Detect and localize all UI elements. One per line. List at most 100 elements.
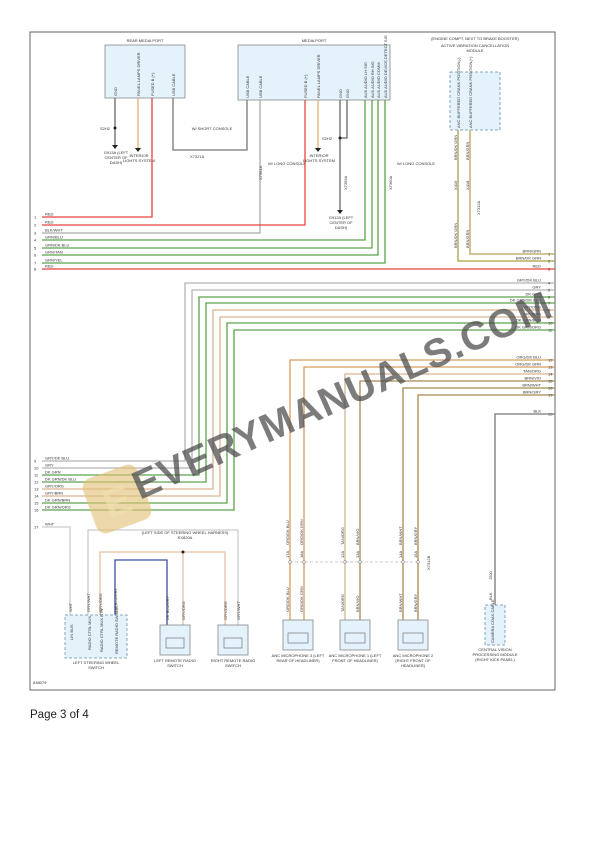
wire-label: ORG/DK BLU	[285, 520, 290, 545]
central-vision-module: BLK J200 CAMERA COAX CABLE CENTRAL VISIO…	[473, 413, 555, 662]
svg-text:W/ LONG CONSOLE: W/ LONG CONSOLE	[397, 161, 435, 166]
svg-text:DK BLU/GRY: DK BLU/GRY	[113, 588, 118, 612]
svg-text:WHT: WHT	[68, 602, 73, 612]
connector-pin: 12A	[340, 551, 345, 558]
bus-pin-number: 13	[548, 365, 553, 370]
bus-pin-number: 15	[548, 379, 553, 384]
svg-text:S2H2: S2H2	[322, 136, 333, 141]
bus-wire-label: GRY/ORG	[45, 484, 64, 489]
wire-label: ORG/DK GRN	[299, 519, 304, 545]
bus-pin-number: 4	[34, 238, 37, 243]
left-steering-wheel-switch	[64, 614, 128, 659]
bus-wire-label: GRY	[45, 463, 54, 468]
svg-text:(ENGINE COMPT, NEXT TO BRAKE B: (ENGINE COMPT, NEXT TO BRAKE BOOSTER)	[431, 36, 519, 41]
svg-text:BLK: BLK	[488, 592, 493, 600]
wire-label: TAN/ORG	[340, 594, 345, 612]
bus-pin-number: 17	[34, 525, 39, 530]
svg-text:X7312B: X7312B	[426, 555, 431, 570]
svg-text:GRY/ORG: GRY/ORG	[181, 601, 186, 620]
bus-pin-number: 12	[34, 480, 39, 485]
svg-text:DK BLU/GRY: DK BLU/GRY	[165, 596, 170, 620]
bus-pin-number: 2	[34, 223, 37, 228]
svg-text:REMOTE RADIO SW BIAS: REMOTE RADIO SW BIAS	[114, 605, 119, 654]
wire-label: BRN/VIO	[355, 596, 360, 612]
wire	[42, 289, 555, 469]
bus-pin-number: 4	[548, 281, 551, 286]
bus-wire-label: BLK	[533, 409, 541, 414]
bus-wire-label: DK GRN/BRN	[516, 318, 541, 323]
svg-text:FUSED B (+): FUSED B (+)	[150, 72, 155, 96]
svg-text:USB CABLE: USB CABLE	[258, 75, 263, 98]
bus-wire-label: GRY/ORG	[522, 305, 541, 310]
svg-text:J200: J200	[488, 571, 493, 580]
svg-text:PANEL LAMPS DRIVER: PANEL LAMPS DRIVER	[136, 52, 141, 96]
bus-pin-number: 8	[548, 308, 551, 313]
wire-label: TAN/ORG	[340, 527, 345, 545]
bus-wire-label: DK GRN/ORG	[515, 325, 541, 330]
bus-wire-label: ORG/DK BLU	[516, 355, 541, 360]
svg-text:BRN/DK GRN: BRN/DK GRN	[453, 135, 458, 160]
avc-module: (ENGINE COMPT, NEXT TO BRAKE BOOSTER) AC…	[431, 36, 519, 248]
bus-wire-label: GRY/DK BLU	[45, 456, 69, 461]
bus-wire-label: BRN/VIO	[525, 376, 541, 381]
bus-pin-number: 16	[34, 508, 39, 513]
wire-label: ORG/DK GRN	[299, 586, 304, 612]
bus-wire-label: GRN/YEL	[45, 258, 63, 263]
svg-text:ANC BUFFERED CRANK POSITION(+): ANC BUFFERED CRANK POSITION(+)	[468, 56, 473, 128]
wire	[402, 387, 555, 620]
bus-wire-label: DK GRN/DK BLU	[510, 298, 541, 303]
bus-pin-number: 5	[548, 288, 551, 293]
bus-wire-label: BRN/GRY	[523, 390, 541, 395]
top-wires: S2H2 G913A (LEFT CENTER OF DASH) INTERIO…	[42, 98, 555, 270]
bus-pin-number: 1	[548, 252, 551, 257]
svg-text:GRY/WHT: GRY/WHT	[236, 601, 241, 620]
bus-pin-number: 12	[548, 358, 553, 363]
bus-wire-label: RED	[45, 212, 54, 217]
bus-wire-label: DK GRN/DK BLU	[45, 477, 76, 482]
bus-wire-label: GRY/BRN	[45, 491, 63, 496]
bus-wire-label: ORG/DK GRN	[515, 362, 541, 367]
svg-text:USB CABLE: USB CABLE	[171, 73, 176, 96]
bus-pin-number: 6	[548, 295, 551, 300]
svg-text:RADIO CTRL MUX: RADIO CTRL MUX	[87, 616, 92, 650]
svg-text:W/ LONG CONSOLE: W/ LONG CONSOLE	[268, 161, 306, 166]
bus-pin-number: 9	[548, 315, 551, 320]
bus-pin-number: 3	[34, 231, 37, 236]
bus-wire-label: RED	[45, 264, 54, 269]
bus-pin-number: 9	[34, 459, 37, 464]
svg-text:CAMERA COAX CABLE: CAMERA COAX CABLE	[490, 599, 495, 643]
bus-pin-number: 10	[34, 466, 39, 471]
wire-label: BRN/GRY	[413, 527, 418, 545]
svg-text:USB CABLE: USB CABLE	[245, 75, 250, 98]
bus-wire-label: DK GRN/ORG	[45, 505, 71, 510]
bus-wire-label: BRN/DK GRN	[516, 256, 541, 261]
svg-text:AUX AUDIO RH SIG: AUX AUDIO RH SIG	[370, 61, 375, 98]
svg-text:PANEL LAMPS DRIVER: PANEL LAMPS DRIVER	[316, 54, 321, 98]
svg-text:GND: GND	[338, 89, 343, 98]
bus-wire-label: RED	[533, 264, 542, 269]
bus-pin-number: 2	[548, 259, 551, 264]
bus-pin-number: 13	[34, 487, 39, 492]
wire-label: BRN/GRY	[413, 594, 418, 612]
bus-pin-number: 16	[548, 386, 553, 391]
bus-pin-number: 5	[34, 246, 37, 251]
bus-wire-label: DK GRN	[45, 470, 61, 475]
bus-wire-label: GRN/BLU	[45, 235, 63, 240]
bus-wire-label: RED	[45, 220, 54, 225]
bus-pin-number: 10	[548, 321, 553, 326]
bus-pin-number: 7	[34, 261, 37, 266]
svg-text:X7360A: X7360A	[388, 175, 393, 190]
bus-pin-number: 14	[34, 494, 39, 499]
bus-wire-label: BRN/GRN	[523, 249, 542, 254]
bus-pin-number: 17	[548, 393, 553, 398]
svg-text:BRN/GRN: BRN/GRN	[465, 229, 470, 248]
wire	[42, 282, 555, 462]
connector-pin: 13A	[355, 551, 360, 558]
rear-media-port: REAR MEDIA PORT GND PANEL LAMPS DRIVER F…	[104, 38, 186, 99]
bus-pin-number: 7	[548, 301, 551, 306]
bus-pin-number: 11	[548, 328, 553, 333]
